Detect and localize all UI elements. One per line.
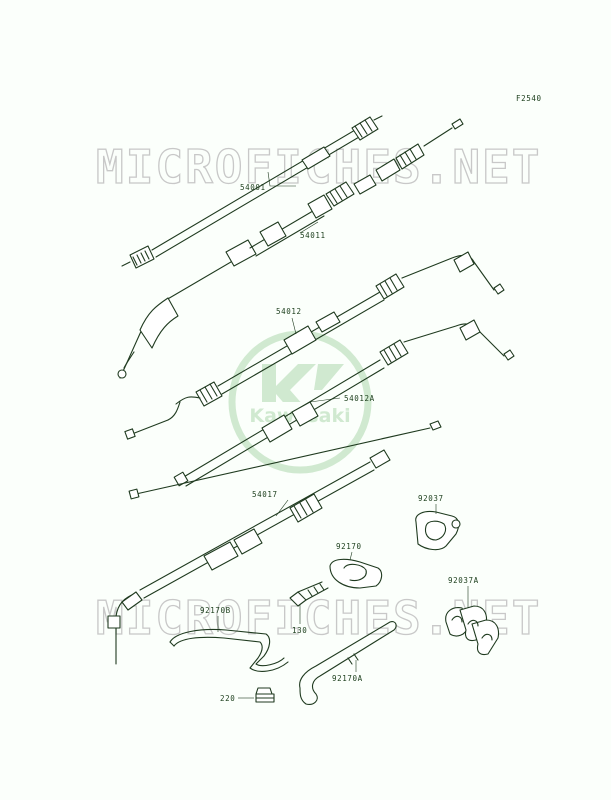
leader-54012A — [309, 397, 341, 403]
speedometer-cable-54001 — [121, 115, 383, 269]
bolt-220 — [255, 687, 275, 703]
clamp-92170 — [329, 558, 383, 589]
bracket-92170B — [169, 628, 289, 672]
part-label-92170: 92170 — [336, 542, 362, 551]
part-label-54017: 54017 — [252, 490, 278, 499]
leader-92170 — [349, 551, 353, 561]
part-label-220: 220 — [220, 694, 235, 703]
leader-54012 — [291, 317, 297, 335]
part-label-130: 130 — [292, 626, 307, 635]
choke-cable-54011 — [117, 118, 464, 379]
part-label-92170A: 92170A — [332, 674, 363, 683]
watermark-top: MICROFICHES.NET — [96, 140, 541, 194]
leader-54017 — [275, 499, 289, 517]
part-label-54012A: 54012A — [344, 394, 375, 403]
throttle-cable-54012 — [124, 251, 505, 440]
holder-92037A — [445, 605, 500, 656]
part-label-54012: 54012 — [276, 307, 302, 316]
leader-54001 — [267, 171, 296, 187]
part-label-92170B: 92170B — [200, 606, 231, 615]
part-label-54011: 54011 — [300, 231, 326, 240]
holder-92037 — [415, 510, 461, 551]
part-label-92037: 92037 — [418, 494, 444, 503]
bracket-92170A — [299, 621, 397, 705]
bolt-130 — [289, 581, 329, 607]
throttle-cable-54012A — [173, 319, 515, 487]
figure-code: F2540 — [516, 94, 542, 103]
part-label-92037A: 92037A — [448, 576, 479, 585]
clutch-cable-54017 — [128, 420, 442, 500]
leader-54011 — [299, 221, 319, 234]
part-label-54001: 54001 — [240, 183, 266, 192]
clutch-cable-54017-lower — [107, 449, 391, 665]
